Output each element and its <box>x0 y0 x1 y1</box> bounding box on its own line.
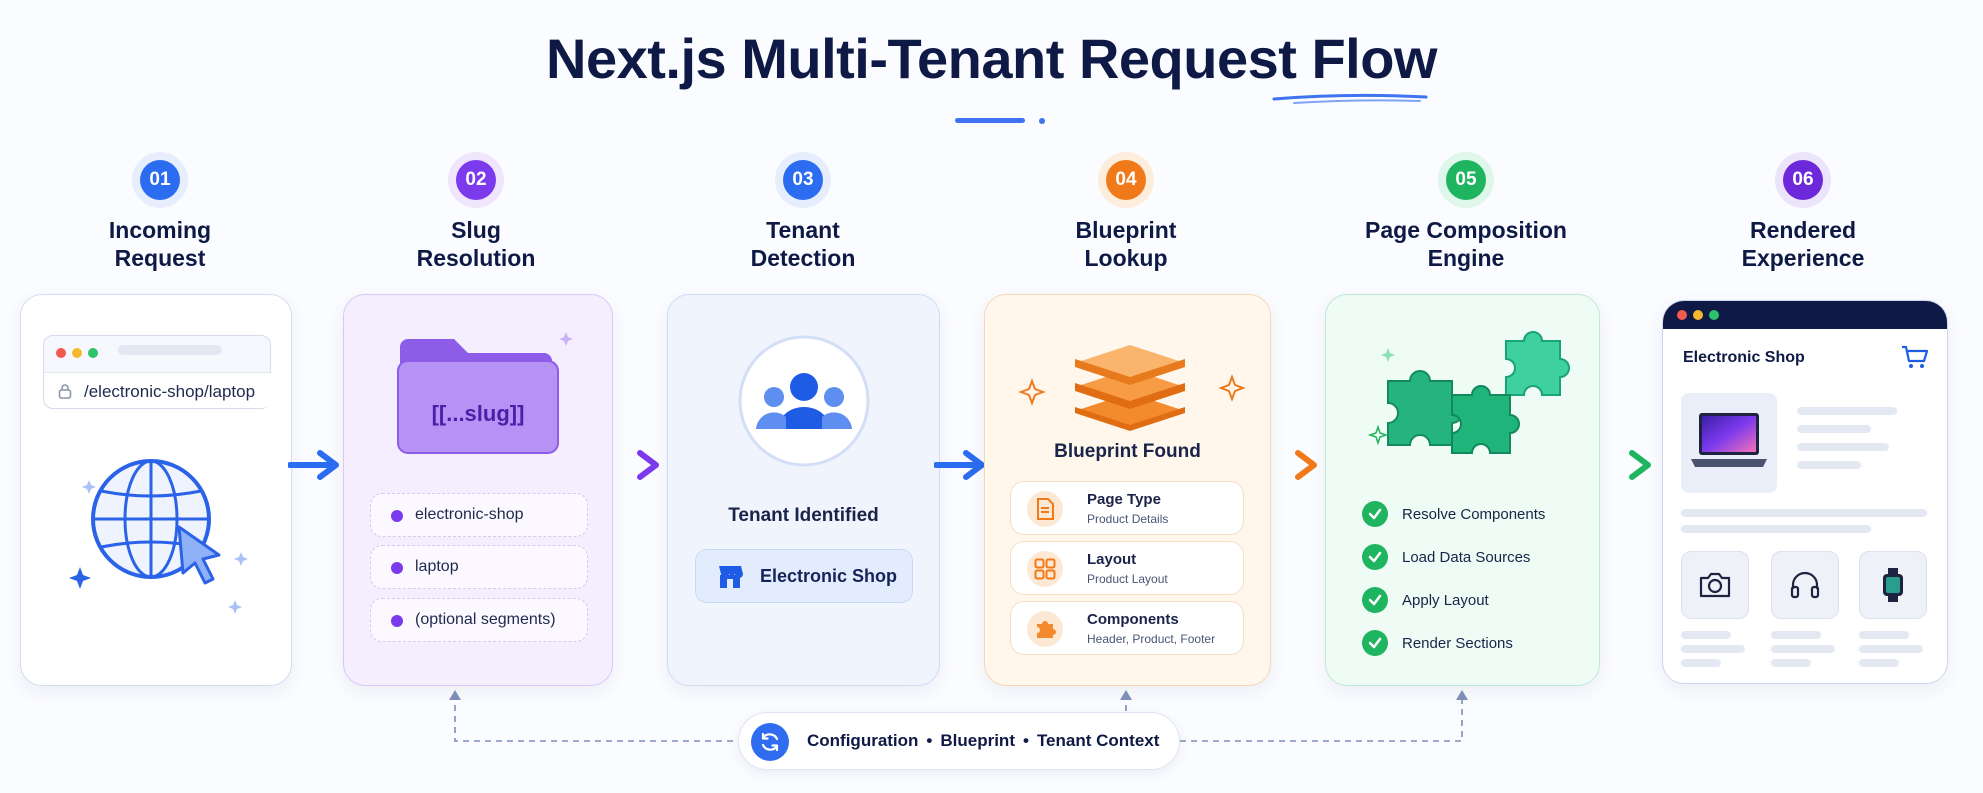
flow-arrow-5 <box>1600 450 1651 480</box>
flow-arrow-3 <box>934 450 985 480</box>
window-minimize-dot <box>72 348 82 358</box>
users-group-icon <box>738 335 870 467</box>
blueprint-row-layout: Layout Product Layout <box>1010 541 1244 595</box>
check-icon <box>1362 544 1388 570</box>
grid-icon <box>1027 551 1063 587</box>
check-icon <box>1362 501 1388 527</box>
diagram-title: Next.js Multi-Tenant Request Flow <box>546 27 1437 90</box>
slug-segment: electronic-shop <box>370 493 588 537</box>
browser-window: /electronic-shop/laptop <box>43 335 272 409</box>
store-icon <box>719 566 743 588</box>
text-placeholder <box>1797 407 1897 415</box>
layers-stack-icon <box>1018 345 1245 431</box>
flow-arrow-2 <box>608 450 659 480</box>
text-placeholder <box>1771 645 1835 653</box>
text-placeholder <box>1797 461 1861 469</box>
puzzle-piece-icon <box>1027 611 1063 647</box>
text-placeholder <box>1771 631 1821 639</box>
product-thumbnail-camera[interactable] <box>1681 551 1749 619</box>
blueprint-status: Blueprint Found <box>1054 441 1201 462</box>
puzzle-pieces-icon <box>1367 331 1570 454</box>
slug-resolution-card: [[...slug]] electronic-shop laptop (opti… <box>343 294 613 686</box>
context-connectors <box>449 690 1468 742</box>
tenant-status: Tenant Identified <box>728 505 879 526</box>
window-maximize-dot <box>88 348 98 358</box>
browser-titlebar <box>1663 301 1947 329</box>
text-placeholder <box>1859 659 1899 667</box>
tenant-chip[interactable]: Electronic Shop <box>695 549 913 603</box>
shopping-cart-icon[interactable] <box>1901 345 1929 371</box>
check-icon <box>1362 630 1388 656</box>
smartwatch-icon <box>1883 568 1903 602</box>
step-badge-01: 01 <box>132 152 188 208</box>
composition-step: Load Data Sources <box>1362 542 1530 572</box>
product-thumbnail-smartwatch[interactable] <box>1859 551 1927 619</box>
folder-icon <box>397 332 573 454</box>
text-placeholder <box>1681 645 1745 653</box>
window-close-dot <box>56 348 66 358</box>
address-bar[interactable]: /electronic-shop/laptop <box>44 372 272 408</box>
composition-step: Render Sections <box>1362 628 1513 658</box>
flow-arrow-4 <box>1266 450 1317 480</box>
text-placeholder <box>1771 659 1811 667</box>
tenant-name: Electronic Shop <box>760 565 898 586</box>
lock-icon <box>58 384 72 399</box>
step-badge-05: 05 <box>1438 152 1494 208</box>
text-placeholder <box>1797 425 1871 433</box>
product-image[interactable] <box>1681 393 1777 493</box>
text-placeholder <box>1681 525 1871 533</box>
text-placeholder <box>1681 659 1721 667</box>
headphones-icon <box>1790 571 1820 599</box>
composition-step: Apply Layout <box>1362 585 1489 615</box>
window-minimize-dot <box>1693 310 1703 320</box>
incoming-request-card: /electronic-shop/laptop <box>20 294 292 686</box>
text-placeholder <box>1859 631 1909 639</box>
step-badge-02: 02 <box>448 152 504 208</box>
sync-icon <box>751 723 789 761</box>
step-badge-03: 03 <box>775 152 831 208</box>
shop-title: Electronic Shop <box>1683 349 1805 366</box>
blueprint-row-components: Components Header, Product, Footer <box>1010 601 1244 655</box>
shared-context-bar: Configuration•Blueprint•Tenant Context <box>738 712 1180 770</box>
url-text: /electronic-shop/laptop <box>84 382 256 401</box>
globe-icon <box>69 459 248 614</box>
window-maximize-dot <box>1709 310 1719 320</box>
text-placeholder <box>1681 509 1927 517</box>
text-placeholder <box>1797 443 1889 451</box>
step-badge-04: 04 <box>1098 152 1154 208</box>
text-placeholder <box>1859 645 1923 653</box>
page-composition-card: Resolve Components Load Data Sources App… <box>1325 294 1600 686</box>
slug-segment: (optional segments) <box>370 598 588 642</box>
blueprint-row-page-type: Page Type Product Details <box>1010 481 1244 535</box>
folder-label: [[...slug]] <box>431 401 525 426</box>
text-placeholder <box>1681 631 1731 639</box>
document-icon <box>1027 491 1063 527</box>
check-icon <box>1362 587 1388 613</box>
flow-arrow-1 <box>288 450 339 480</box>
camera-icon <box>1699 572 1731 598</box>
composition-step: Resolve Components <box>1362 499 1545 529</box>
step-badge-06: 06 <box>1775 152 1831 208</box>
product-thumbnail-headphones[interactable] <box>1771 551 1839 619</box>
context-items: Configuration•Blueprint•Tenant Context <box>807 731 1160 750</box>
window-close-dot <box>1677 310 1687 320</box>
slug-segment: laptop <box>370 545 588 589</box>
blueprint-lookup-card: Blueprint Found Page Type Product Detail… <box>984 294 1271 686</box>
tenant-detection-card: Tenant Identified Electronic Shop <box>667 294 940 686</box>
rendered-experience-card: Electronic Shop <box>1662 300 1948 684</box>
title-underline-decoration <box>1272 93 1428 104</box>
laptop-icon <box>1691 413 1767 467</box>
